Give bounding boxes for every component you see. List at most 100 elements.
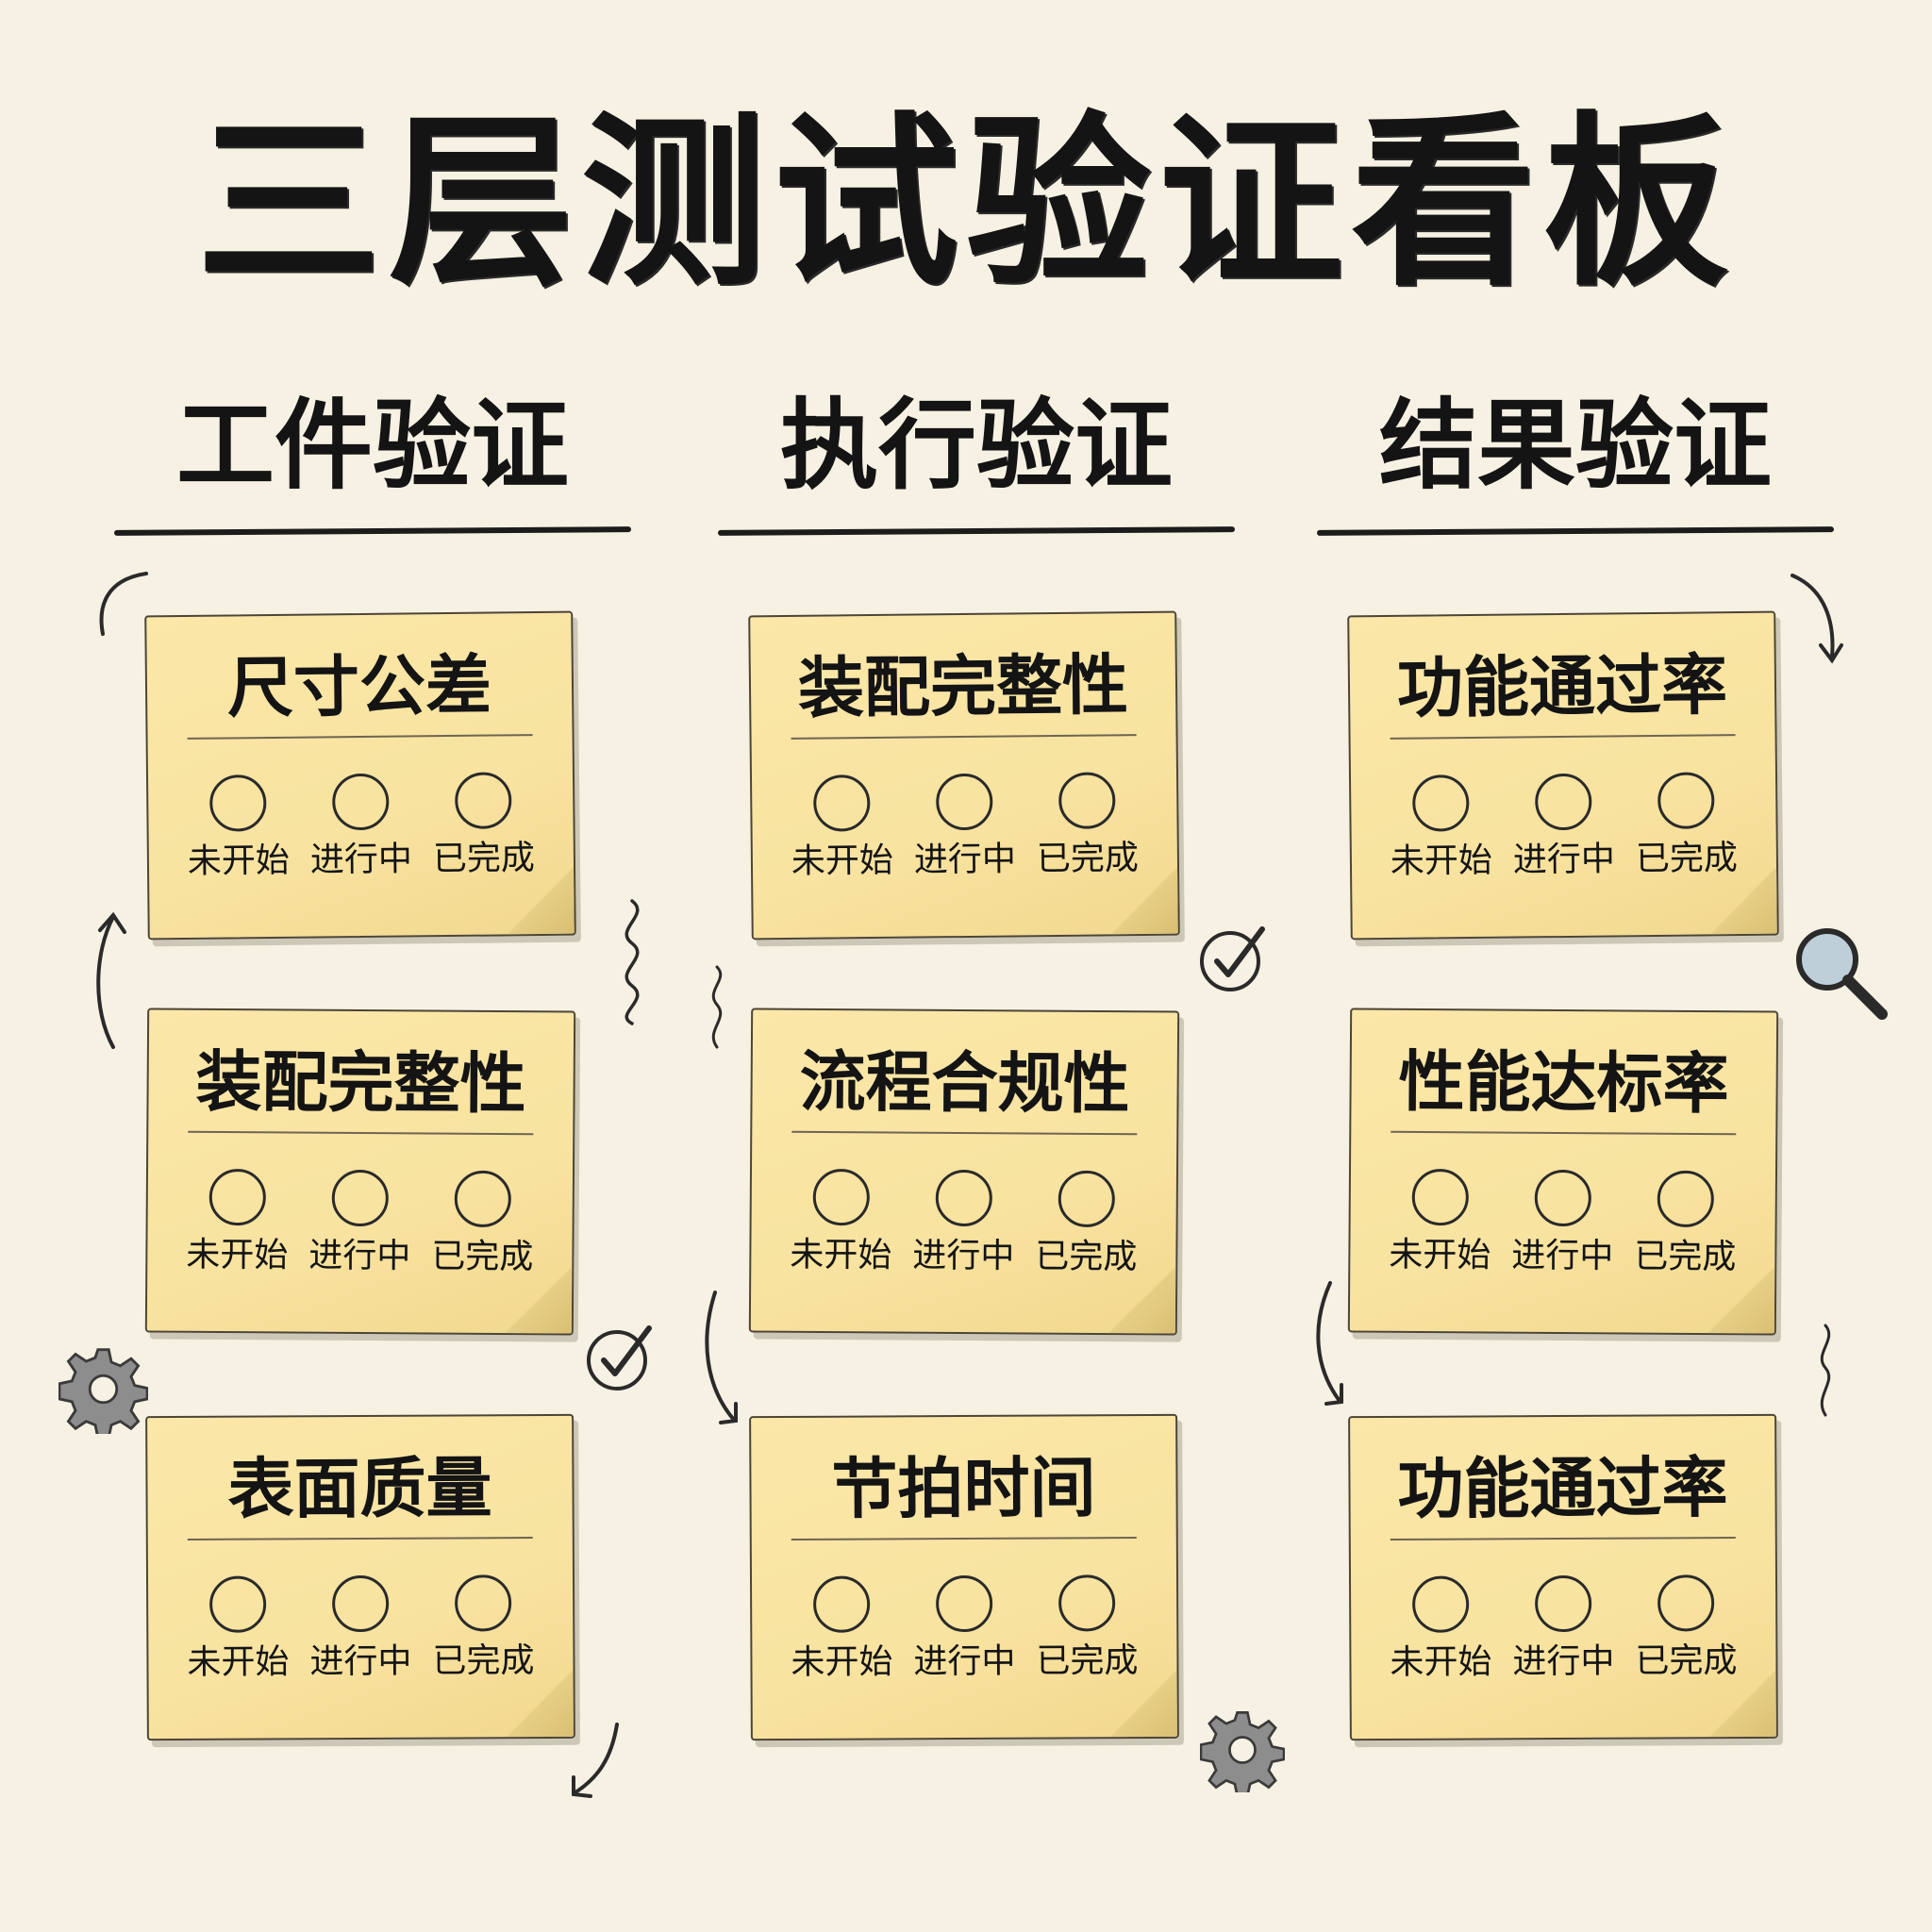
status-radio[interactable] <box>1058 1170 1116 1228</box>
status-radio[interactable] <box>331 1574 390 1633</box>
status-label: 未开始 <box>187 1642 290 1682</box>
card-fold <box>508 867 575 935</box>
status-not-started[interactable]: 未开始 <box>1378 1168 1502 1275</box>
status-radio[interactable] <box>1534 1169 1592 1227</box>
status-label: 未开始 <box>1389 1235 1491 1275</box>
card-title: 装配完整性 <box>797 646 1129 727</box>
status-radio[interactable] <box>935 1169 993 1227</box>
status-radio[interactable] <box>331 1169 390 1227</box>
card-title: 装配完整性 <box>195 1042 526 1124</box>
status-radio[interactable] <box>454 772 512 829</box>
card-fold <box>1710 867 1777 935</box>
status-radio[interactable] <box>208 774 267 832</box>
status-radio[interactable] <box>1657 1170 1715 1228</box>
task-card[interactable]: 流程合规性 未开始 进行中 已完成 <box>748 1008 1180 1336</box>
status-radio[interactable] <box>935 773 993 831</box>
status-in-progress[interactable]: 进行中 <box>299 1574 423 1681</box>
status-label: 未开始 <box>187 841 291 881</box>
status-completed[interactable]: 已完成 <box>1025 772 1149 878</box>
arrow-icon <box>1790 574 1843 664</box>
status-options: 未开始 进行中 已完成 <box>1379 772 1748 881</box>
status-not-started[interactable]: 未开始 <box>780 774 904 881</box>
status-not-started[interactable]: 未开始 <box>1379 1575 1503 1682</box>
status-completed[interactable]: 已完成 <box>421 1170 544 1276</box>
status-label: 进行中 <box>1512 1641 1615 1682</box>
status-in-progress[interactable]: 进行中 <box>298 1169 422 1275</box>
card-divider <box>187 1537 533 1541</box>
task-card[interactable]: 装配完整性 未开始 进行中 已完成 <box>748 610 1180 941</box>
status-radio[interactable] <box>454 1574 512 1632</box>
column-underline <box>1316 526 1835 536</box>
status-not-started[interactable]: 未开始 <box>1379 774 1503 881</box>
task-card[interactable]: 性能达标率 未开始 进行中 已完成 <box>1347 1008 1779 1336</box>
card-divider <box>791 734 1137 740</box>
task-card[interactable]: 功能通过率 未开始 进行中 已完成 <box>1348 1413 1778 1741</box>
status-radio[interactable] <box>1411 1575 1470 1633</box>
status-label: 进行中 <box>913 1641 1016 1682</box>
status-radio[interactable] <box>812 1168 871 1226</box>
arrow-icon <box>96 911 126 1049</box>
column-title: 结果验证 <box>1378 388 1772 503</box>
status-radio[interactable] <box>1534 773 1592 831</box>
status-label: 进行中 <box>1512 840 1616 880</box>
task-card[interactable]: 表面质量 未开始 进行中 已完成 <box>145 1413 575 1741</box>
status-completed[interactable]: 已完成 <box>422 772 545 878</box>
status-label: 未开始 <box>186 1235 289 1275</box>
status-completed[interactable]: 已完成 <box>1624 1574 1748 1681</box>
task-card[interactable]: 装配完整性 未开始 进行中 已完成 <box>144 1008 576 1336</box>
magnifier-icon <box>1796 928 1888 1020</box>
task-card[interactable]: 节拍时间 未开始 进行中 已完成 <box>749 1413 1179 1741</box>
status-not-started[interactable]: 未开始 <box>175 1168 299 1275</box>
status-radio[interactable] <box>1657 772 1715 829</box>
check-icon <box>1200 926 1265 991</box>
status-not-started[interactable]: 未开始 <box>780 1575 904 1682</box>
status-radio[interactable] <box>1058 1574 1116 1632</box>
status-radio[interactable] <box>1058 772 1116 829</box>
status-radio[interactable] <box>331 773 390 831</box>
status-completed[interactable]: 已完成 <box>1624 1170 1747 1276</box>
status-completed[interactable]: 已完成 <box>1025 1574 1149 1681</box>
column-result-verification: 结果验证 功能通过率 未开始 进行中 已完成 性能达标率 未开始 进行中 已完成… <box>1311 388 1840 1741</box>
task-card[interactable]: 尺寸公差 未开始 进行中 已完成 <box>144 610 576 941</box>
status-radio[interactable] <box>935 1574 993 1633</box>
gear-icon <box>1200 1711 1285 1792</box>
status-radio[interactable] <box>454 1170 512 1228</box>
status-radio[interactable] <box>812 774 871 832</box>
column-title: 执行验证 <box>779 388 1173 503</box>
status-completed[interactable]: 已完成 <box>1024 1170 1148 1276</box>
status-in-progress[interactable]: 进行中 <box>902 1169 1025 1275</box>
status-radio[interactable] <box>1411 774 1470 832</box>
status-options: 未开始 进行中 已完成 <box>780 772 1149 881</box>
card-fold <box>1707 1267 1775 1334</box>
status-not-started[interactable]: 未开始 <box>176 774 300 881</box>
status-radio[interactable] <box>812 1575 871 1633</box>
status-radio[interactable] <box>1411 1168 1470 1226</box>
card-title: 尺寸公差 <box>226 646 492 727</box>
task-card[interactable]: 功能通过率 未开始 进行中 已完成 <box>1347 610 1779 941</box>
status-in-progress[interactable]: 进行中 <box>1501 1169 1624 1275</box>
status-in-progress[interactable]: 进行中 <box>1502 1574 1625 1682</box>
card-fold <box>1110 1670 1177 1738</box>
status-options: 未开始 进行中 已完成 <box>779 1168 1148 1276</box>
status-radio[interactable] <box>1534 1574 1592 1633</box>
status-radio[interactable] <box>208 1168 267 1226</box>
status-radio[interactable] <box>1657 1574 1715 1632</box>
card-divider <box>791 1537 1137 1541</box>
status-radio[interactable] <box>208 1575 267 1633</box>
status-label: 未开始 <box>1390 841 1493 881</box>
status-completed[interactable]: 已完成 <box>422 1574 545 1681</box>
status-options: 未开始 进行中 已完成 <box>1379 1574 1748 1682</box>
card-divider <box>188 1130 534 1136</box>
status-completed[interactable]: 已完成 <box>1624 772 1748 878</box>
gear-icon <box>58 1348 148 1434</box>
card-divider <box>187 734 533 740</box>
status-in-progress[interactable]: 进行中 <box>903 1574 1026 1682</box>
status-label: 未开始 <box>791 841 894 881</box>
status-in-progress[interactable]: 进行中 <box>299 773 423 880</box>
status-not-started[interactable]: 未开始 <box>779 1168 903 1274</box>
card-title: 流程合规性 <box>799 1042 1130 1124</box>
status-not-started[interactable]: 未开始 <box>176 1575 300 1682</box>
status-label: 进行中 <box>309 840 413 880</box>
status-in-progress[interactable]: 进行中 <box>903 773 1026 880</box>
status-in-progress[interactable]: 进行中 <box>1502 773 1625 880</box>
